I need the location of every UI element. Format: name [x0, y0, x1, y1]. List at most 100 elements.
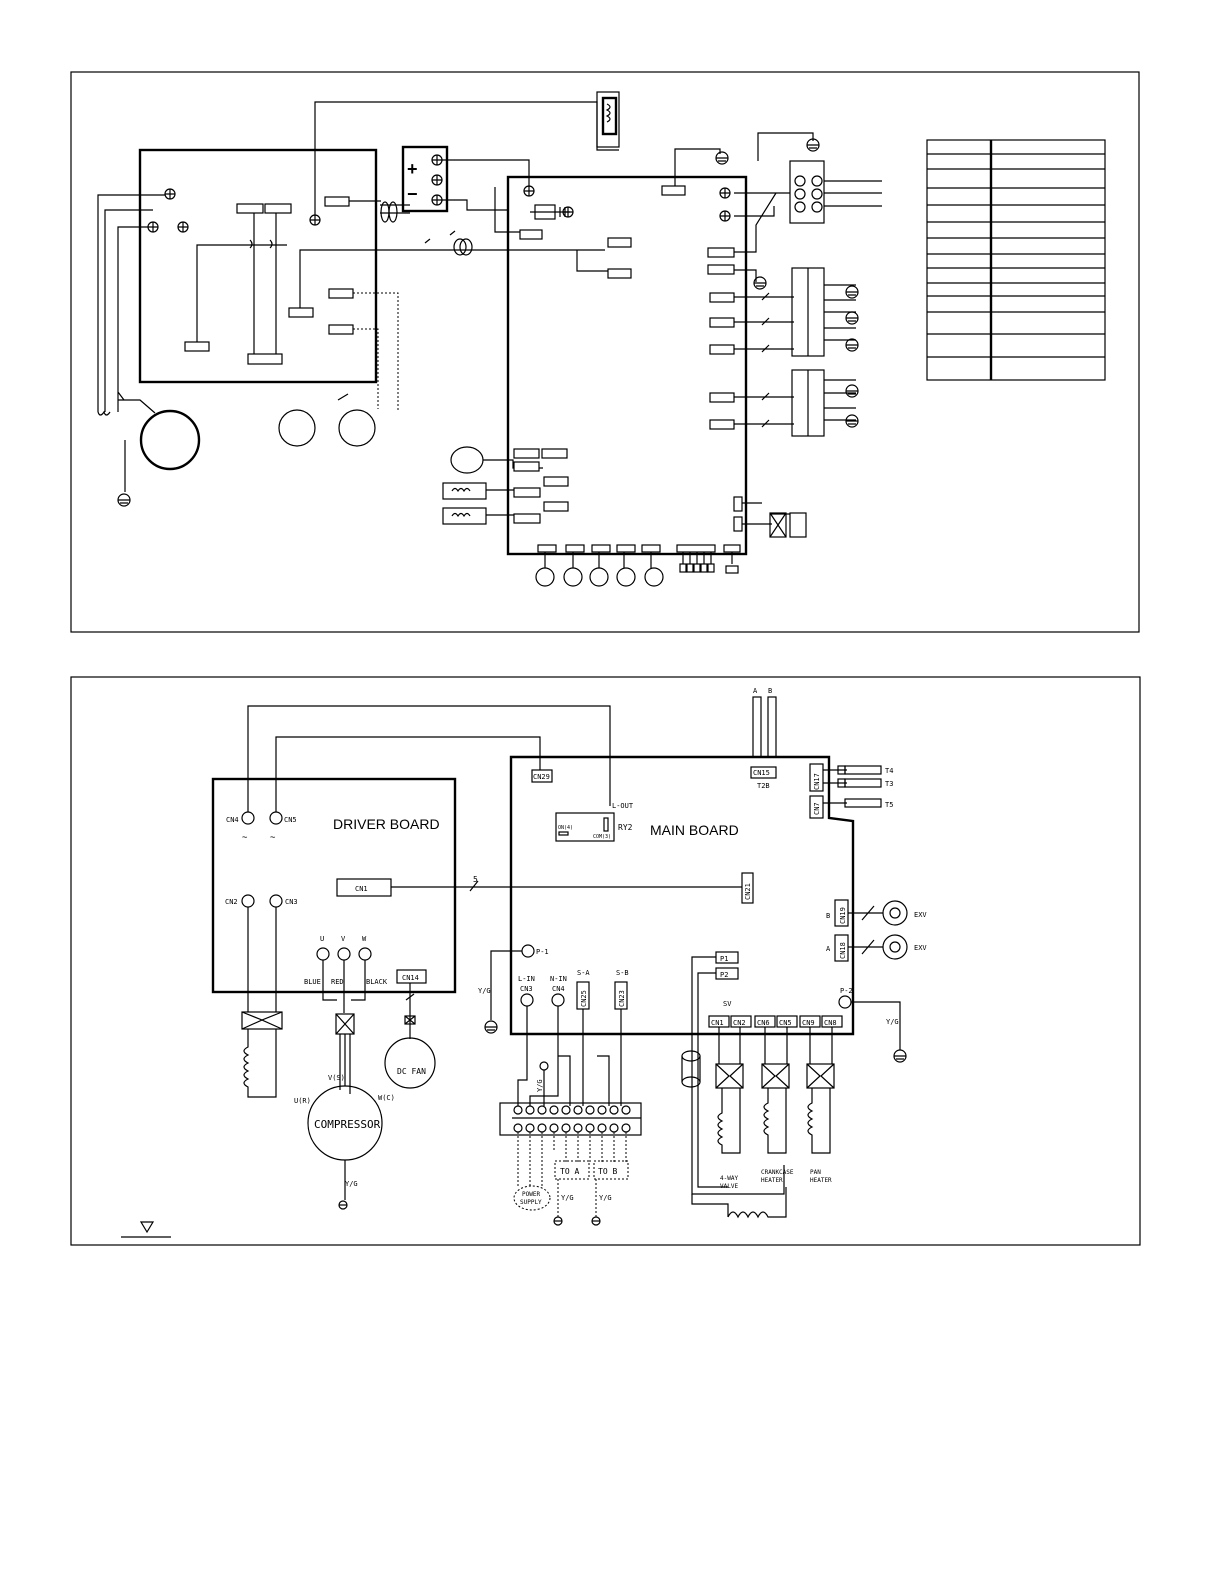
top-left-board [138, 148, 378, 384]
t2b-label: T2B [757, 782, 770, 790]
to-b-yg-label: Y/G [599, 1194, 612, 1202]
relay-lout-label: L-OUT [612, 802, 634, 810]
main-cn25-label: CN25 [580, 990, 588, 1007]
main-cn5-label: CN5 [779, 1019, 792, 1027]
pan-heater-coil [807, 1088, 831, 1154]
driver-black-label: BLACK [366, 978, 388, 986]
main-cn8-label: CN8 [824, 1019, 837, 1027]
driver-board [211, 777, 457, 994]
driver-cn5-label: CN5 [284, 816, 297, 824]
main-cn9-label: CN9 [802, 1019, 815, 1027]
main-p2-label: P2 [720, 971, 728, 979]
driver-cn3-label: CN3 [285, 898, 298, 906]
main-sv-cn2-label: CN2 [733, 1019, 746, 1027]
relay-on4-label: ON(4) [558, 825, 573, 831]
crankcase-heater-coil [763, 1088, 787, 1154]
driver-cn2-terminal [241, 894, 255, 908]
dc-fan-label: DC FAN [397, 1067, 426, 1076]
driver-cn5-terminal [269, 811, 283, 825]
exv-a [882, 934, 908, 960]
compressor-vs-label: V(S) [328, 1074, 345, 1082]
top-legend-table [926, 139, 1106, 381]
driver-w-terminal [358, 947, 372, 961]
svg-text:+: + [407, 159, 418, 179]
top-main-board [506, 175, 748, 556]
sv-label: SV [723, 1000, 732, 1008]
driver-v-label: V [341, 935, 346, 943]
driver-cn5-ac-symbol: ~ [270, 833, 276, 843]
driver-board-title: DRIVER BOARD [333, 816, 440, 832]
driver-cn4-ac-symbol: ~ [242, 833, 248, 843]
main-cn29-connector [531, 769, 553, 783]
pan-heater-label-1: PAN [810, 1169, 821, 1176]
to-a-label: TO A [560, 1167, 579, 1176]
exv-b-label: B [826, 912, 830, 920]
driver-cn4-terminal [241, 811, 255, 825]
compressor-yg-label: Y/G [345, 1180, 358, 1188]
driver-u-terminal [316, 947, 330, 961]
top-bus-block [401, 145, 449, 213]
t4-label: T4 [885, 767, 893, 775]
main-board [509, 755, 855, 1036]
driver-u-label: U [320, 935, 324, 943]
bottom-coil [727, 1187, 787, 1219]
driver-cn14-connector [396, 969, 427, 984]
exv-b-name-label: EXV [914, 911, 927, 919]
bus-wire-count: 5 [473, 875, 478, 884]
exv-b [882, 900, 908, 926]
main-cn15-connector [750, 766, 777, 779]
main-sv-cn2-connector [730, 1015, 752, 1028]
t2b-sensor-a-label: A [753, 687, 758, 695]
crankcase-heater-label-2: HEATER [761, 1177, 783, 1184]
relay-ry2-label: RY2 [618, 823, 633, 832]
main-cn17-label: CN17 [813, 773, 821, 790]
main-cn7-connector [809, 795, 824, 819]
main-cn21-connector [741, 872, 754, 904]
exv-a-name-label: EXV [914, 944, 927, 952]
main-cn18-label: CN18 [839, 942, 847, 959]
t2b-sensor-b-label: B [768, 687, 772, 695]
main-cn29-label: CN29 [533, 773, 550, 781]
l-in-label: L-IN [518, 975, 535, 983]
power-supply-label-1: POWER [522, 1191, 540, 1198]
main-sv-cn1-label: CN1 [711, 1019, 724, 1027]
cn4-label: CN4 [552, 985, 565, 993]
to-b-box [593, 1160, 629, 1180]
four-way-valve-coil [717, 1088, 741, 1154]
pan-heater-label-2: HEATER [810, 1177, 832, 1184]
main-p1-label: P1 [720, 955, 728, 963]
main-cn7-label: CN7 [813, 802, 821, 815]
driver-blue-label: BLUE [304, 978, 321, 986]
p1-yg-label: Y/G [478, 987, 491, 995]
p2-yg-label: Y/G [886, 1018, 899, 1026]
main-cn17-connector [809, 763, 824, 792]
bottom-panel-frame [70, 676, 1141, 1246]
main-board-title: MAIN BOARD [650, 822, 739, 838]
p2-ground-label: P-2 [840, 987, 853, 995]
t3-label: T3 [885, 780, 893, 788]
main-cn19-label: CN19 [839, 907, 847, 924]
top-panel-frame [70, 71, 1140, 633]
driver-w-label: W [362, 935, 367, 943]
svg-text:−: − [407, 184, 418, 204]
t5-label: T5 [885, 801, 893, 809]
main-cn23-label: CN23 [618, 990, 626, 1007]
driver-cn1-label: CN1 [355, 885, 368, 893]
top-fan-motor [139, 409, 201, 471]
driver-cn2-label: CN2 [225, 898, 238, 906]
n-in-terminal [551, 993, 565, 1007]
l-in-terminal [520, 993, 534, 1007]
top-bottom-connectors [535, 544, 741, 587]
reference-triangle-icon [139, 1221, 155, 1234]
p1-ground-label: P-1 [536, 948, 549, 956]
s-b-label: S-B [616, 969, 629, 977]
crankcase-heater-label-1: CRANKCASE [761, 1169, 794, 1176]
n-in-label: N-IN [550, 975, 567, 983]
main-cn6-label: CN6 [757, 1019, 770, 1027]
s-a-label: S-A [577, 969, 590, 977]
to-a-yg-label: Y/G [561, 1194, 574, 1202]
four-way-valve-label-2: VALVE [720, 1183, 738, 1190]
cn3-label: CN3 [520, 985, 533, 993]
compressor-wc-label: W(C) [378, 1094, 395, 1102]
compressor-label: COMPRESSOR [314, 1118, 381, 1131]
